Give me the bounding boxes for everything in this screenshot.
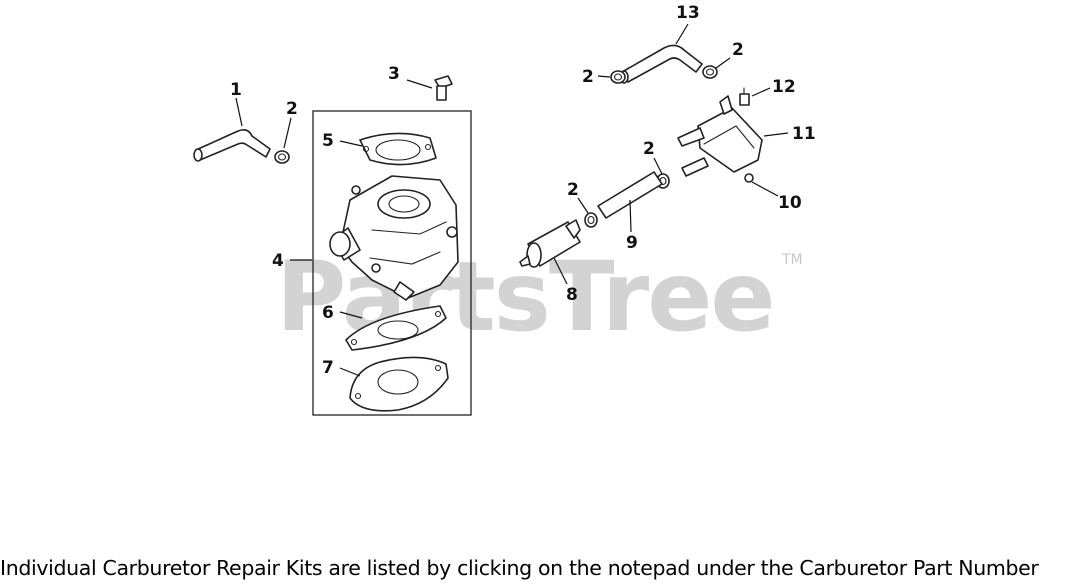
footer-note: Individual Carburetor Repair Kits are li… bbox=[0, 556, 1039, 580]
callout-1[interactable]: 1 bbox=[230, 80, 242, 100]
callout-2[interactable]: 2 bbox=[567, 180, 579, 200]
callout-5[interactable]: 5 bbox=[322, 131, 334, 151]
part-12-screw[interactable] bbox=[739, 87, 750, 106]
callout-10[interactable]: 10 bbox=[778, 193, 802, 213]
part-2-clamp-c[interactable] bbox=[702, 65, 718, 79]
watermark-trademark: TM bbox=[781, 252, 803, 268]
part-7-gasket[interactable] bbox=[349, 356, 449, 412]
leader-lines bbox=[235, 23, 789, 377]
part-2-clamp-a[interactable] bbox=[274, 150, 290, 164]
part-2-clamp-e[interactable] bbox=[584, 212, 598, 228]
callout-12[interactable]: 12 bbox=[772, 77, 796, 97]
callout-9[interactable]: 9 bbox=[626, 233, 638, 253]
callout-8[interactable]: 8 bbox=[566, 285, 578, 305]
carburetor-assembly-frame bbox=[312, 110, 472, 416]
callout-4[interactable]: 4 bbox=[272, 251, 284, 271]
part-8-fuel-filter[interactable] bbox=[519, 219, 581, 268]
callout-11[interactable]: 11 bbox=[792, 124, 816, 144]
part-13-hose[interactable] bbox=[619, 44, 703, 84]
part-5-gasket[interactable] bbox=[359, 132, 437, 166]
callout-7[interactable]: 7 bbox=[322, 358, 334, 378]
part-9-pipe[interactable] bbox=[597, 171, 663, 219]
part-4-carburetor[interactable] bbox=[329, 175, 459, 301]
callout-numbers: 1 2 3 5 4 6 7 13 2 2 12 11 2 10 2 9 8 bbox=[230, 3, 816, 378]
callout-2[interactable]: 2 bbox=[643, 139, 655, 159]
callout-13[interactable]: 13 bbox=[676, 3, 700, 23]
part-11-fuel-pump[interactable] bbox=[677, 95, 763, 183]
callout-2[interactable]: 2 bbox=[582, 67, 594, 87]
callout-3[interactable]: 3 bbox=[388, 64, 400, 84]
part-3-bolt[interactable] bbox=[434, 75, 453, 101]
callout-6[interactable]: 6 bbox=[322, 303, 334, 323]
part-6-gasket[interactable] bbox=[345, 305, 447, 351]
callout-2[interactable]: 2 bbox=[286, 99, 298, 119]
part-2-clamp-b[interactable] bbox=[610, 70, 626, 84]
callout-2[interactable]: 2 bbox=[732, 40, 744, 60]
part-1-hose[interactable] bbox=[193, 129, 271, 162]
